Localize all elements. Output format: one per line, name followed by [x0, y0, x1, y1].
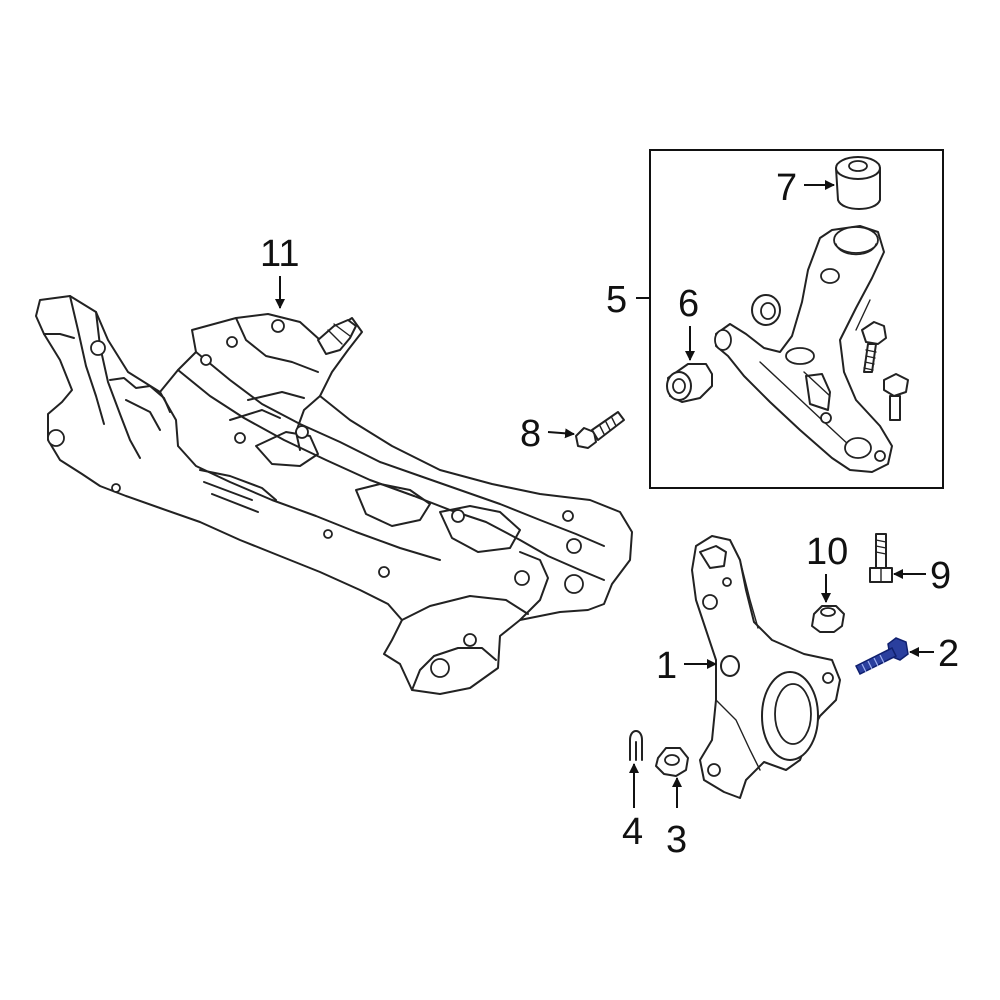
engine-cradle[interactable] [35, 295, 633, 695]
callout-4: 4 [622, 811, 643, 853]
lower-control-arm[interactable] [714, 225, 893, 473]
rear-bushing[interactable] [835, 156, 881, 210]
flange-nut[interactable] [811, 605, 845, 633]
callout-1: 1 [656, 645, 677, 687]
control-arm-washer [751, 294, 781, 326]
callout-9: 9 [930, 555, 951, 597]
control-arm-bolt-upper [861, 321, 887, 373]
cotter-pin[interactable] [629, 730, 643, 761]
callout-7: 7 [776, 167, 797, 209]
callout-5: 5 [606, 279, 627, 321]
steering-knuckle[interactable] [691, 535, 841, 799]
hex-nut[interactable] [655, 747, 689, 777]
leader-8 [547, 428, 575, 439]
callout-11: 11 [260, 233, 299, 275]
callout-10: 10 [806, 531, 848, 573]
subframe-bolt[interactable] [575, 411, 625, 449]
control-arm-assembly-box [649, 149, 944, 489]
callout-8: 8 [520, 413, 541, 455]
knuckle-bolt-highlighted[interactable] [854, 637, 909, 676]
callout-6: 6 [678, 283, 699, 325]
vertical-bolt[interactable] [869, 533, 893, 583]
control-arm-bolt-lower [883, 373, 909, 421]
callout-2: 2 [938, 633, 959, 675]
callout-3: 3 [666, 819, 687, 861]
front-bushing[interactable] [666, 363, 713, 403]
